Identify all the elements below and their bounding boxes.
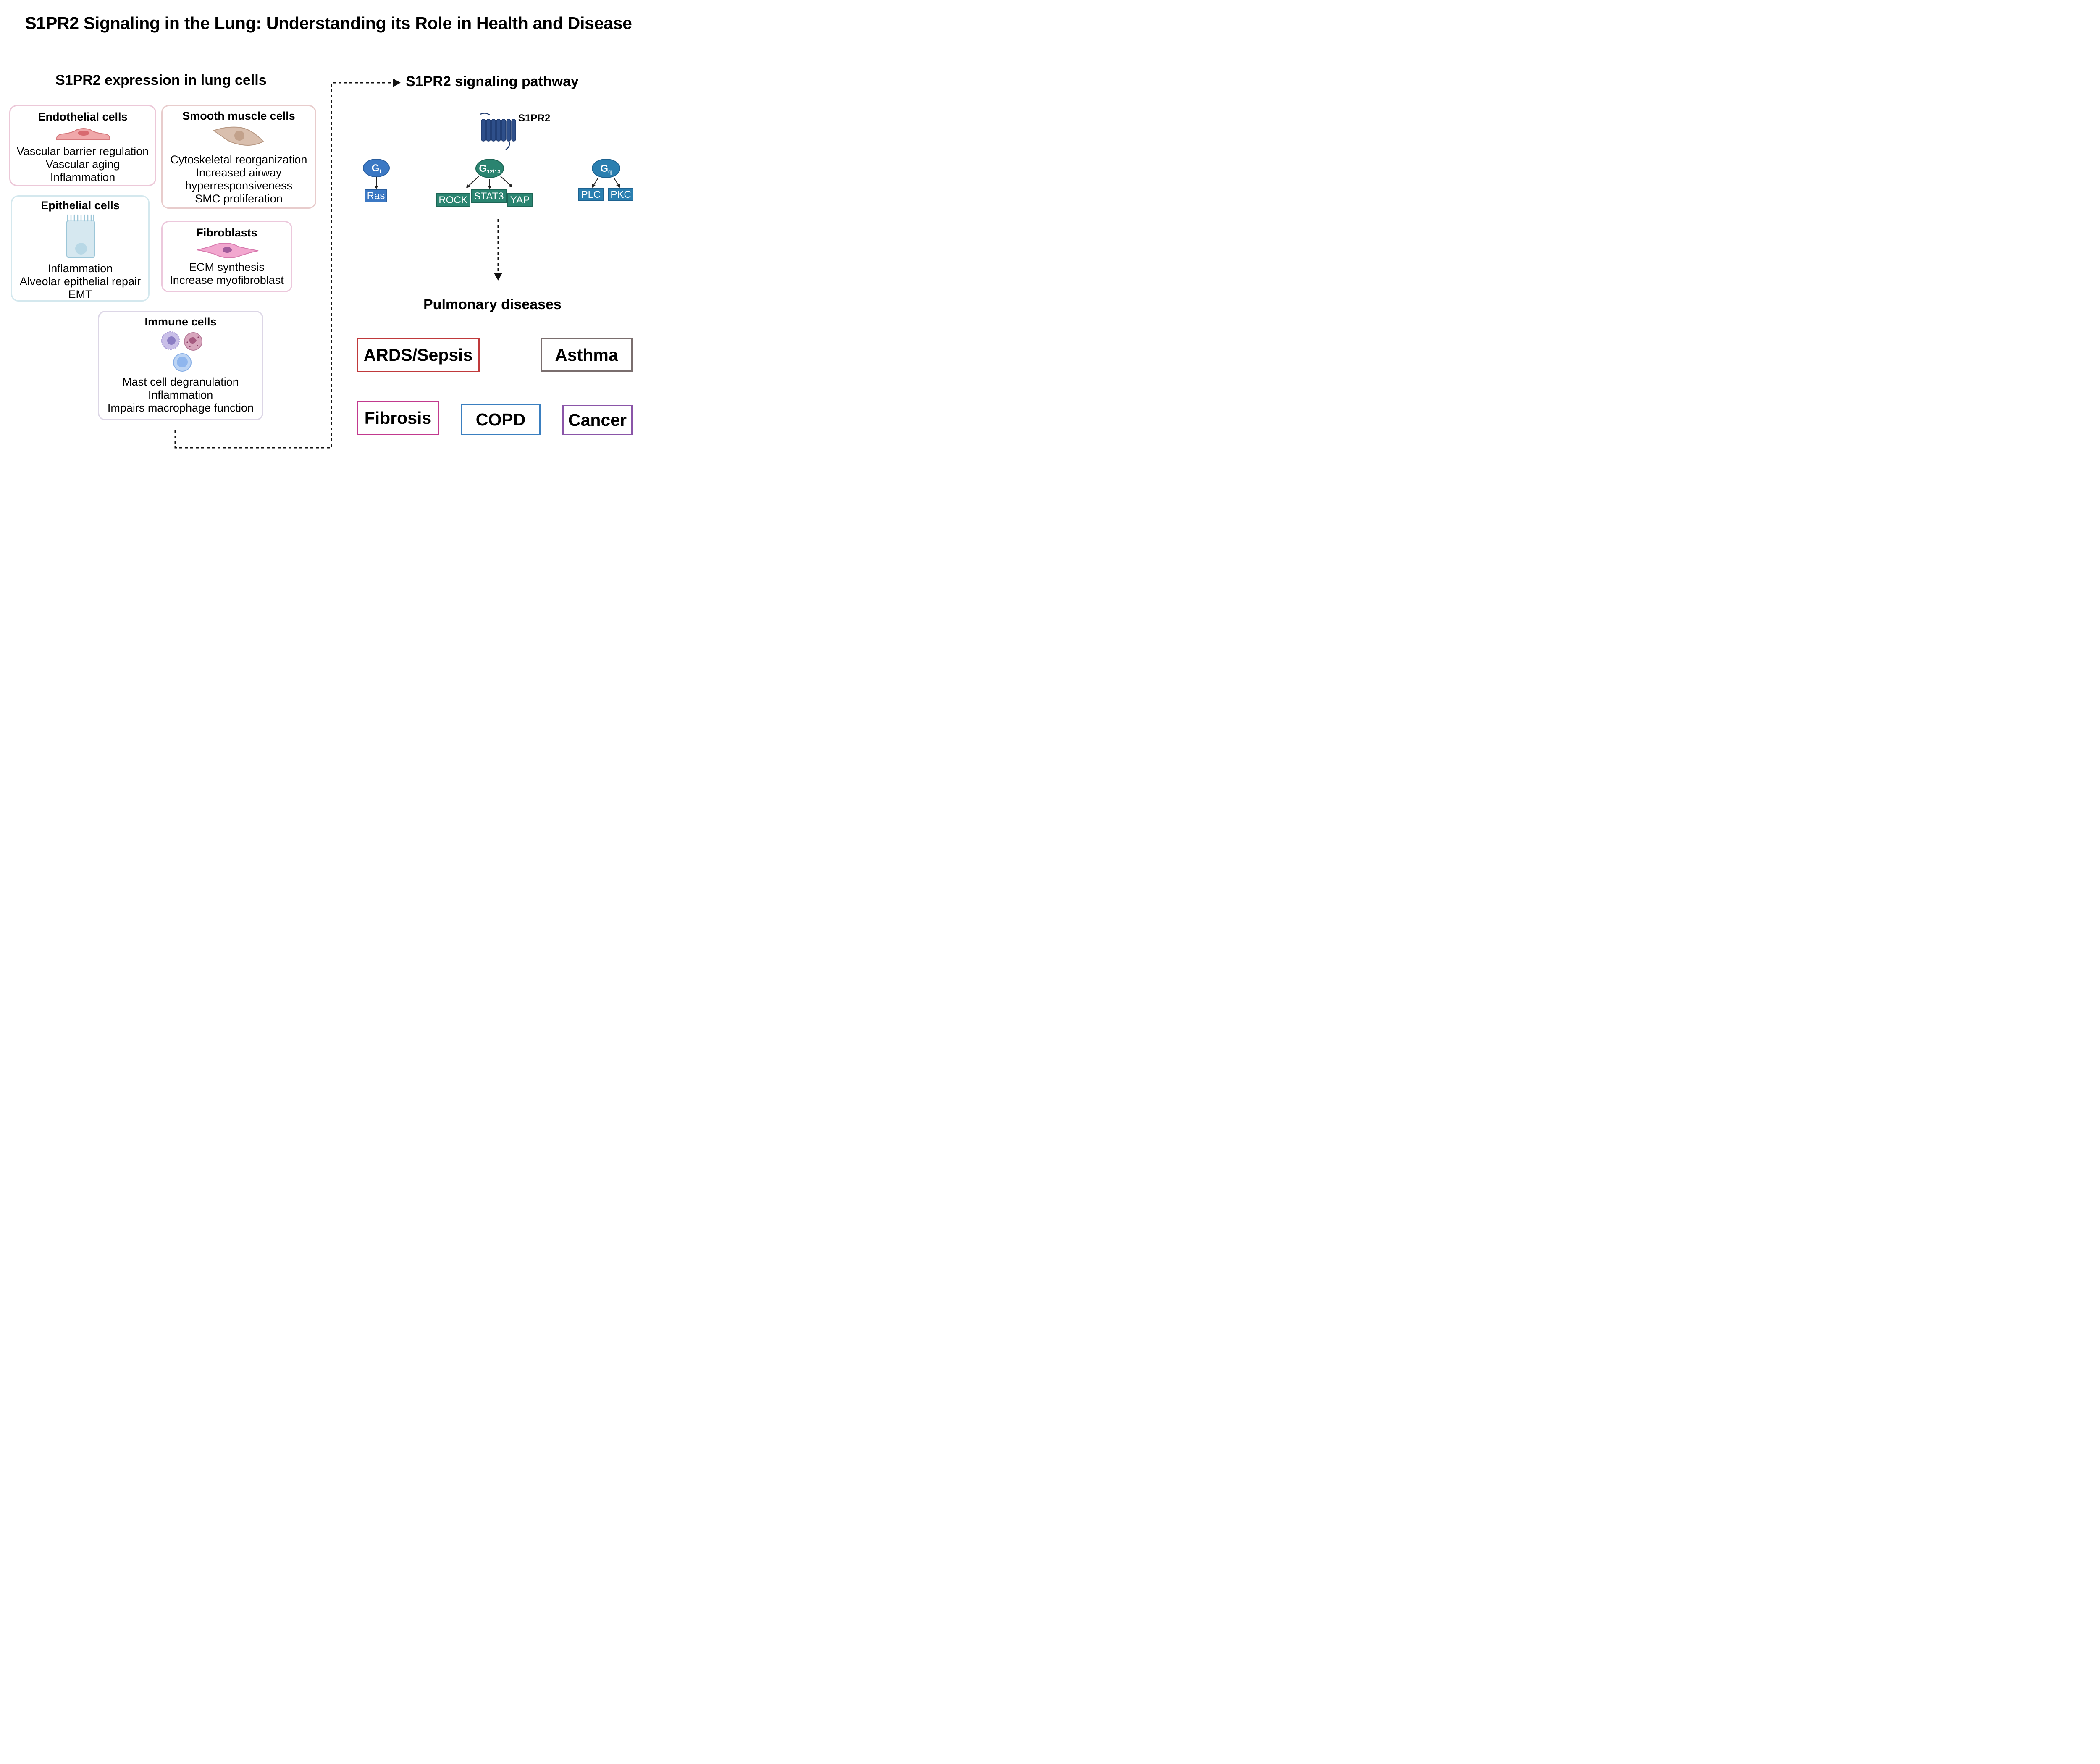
endothelial-card: Endothelial cells Vascular barrier regul…: [9, 105, 156, 186]
pkc-node: PKC: [608, 188, 633, 201]
stat3-node: STAT3: [471, 189, 507, 203]
smooth-muscle-function: SMC proliferation: [195, 192, 283, 205]
gq-protein: Gq: [592, 159, 620, 178]
gi-subscript: i: [379, 168, 381, 175]
immune-functions: Mast cell degranulation Inflammation Imp…: [99, 375, 262, 415]
endothelial-functions: Vascular barrier regulation Vascular agi…: [10, 145, 155, 184]
smooth-muscle-card: Smooth muscle cells Cytoskeletal reorgan…: [161, 105, 316, 209]
ras-node: Ras: [365, 189, 387, 202]
smooth-muscle-function: Cytoskeletal reorganization: [170, 153, 307, 166]
yap-node: YAP: [507, 193, 533, 207]
g1213-protein: G12/13: [475, 159, 504, 178]
immune-function: Mast cell degranulation: [122, 375, 239, 388]
disease-fibrosis: Fibrosis: [357, 401, 439, 435]
epithelial-card: Epithelial cells Inflammation Alveolar e…: [11, 195, 150, 302]
disease-ards-sepsis: ARDS/Sepsis: [357, 338, 480, 372]
g1213-arrows: [466, 176, 512, 189]
smooth-muscle-function: Increased airway: [196, 166, 282, 179]
disease-copd: COPD: [461, 404, 541, 435]
rock-node: ROCK: [436, 193, 470, 207]
endothelial-function: Vascular aging: [45, 158, 120, 171]
pathway-to-disease-arrow: [494, 219, 502, 281]
receptor-icon: [480, 113, 516, 150]
diseases-heading: Pulmonary diseases: [423, 297, 562, 312]
endothelial-function: Vascular barrier regulation: [16, 145, 149, 158]
macrophage-icon: [161, 331, 180, 350]
gi-symbol: G: [371, 163, 380, 174]
gi-arrow: [374, 177, 378, 189]
fibroblasts-functions: ECM synthesis Increase myofibroblast: [163, 261, 291, 287]
disease-cancer: Cancer: [562, 405, 633, 435]
mast-cell-icon: [184, 332, 202, 351]
pathway-heading: S1PR2 signaling pathway: [406, 74, 579, 89]
g1213-subscript: 12/13: [487, 168, 501, 175]
gq-subscript: q: [608, 168, 612, 175]
immune-card: Immune cells Mast cell degranulation Inf…: [98, 311, 263, 420]
gq-arrows: [592, 178, 620, 188]
epithelial-cell-icon: [66, 214, 95, 258]
connector-arrow: [174, 79, 401, 449]
epithelial-function: Alveolar epithelial repair: [19, 275, 141, 288]
smooth-muscle-title: Smooth muscle cells: [182, 110, 295, 122]
immune-title: Immune cells: [144, 315, 217, 328]
fibroblasts-function: Increase myofibroblast: [170, 274, 284, 286]
immune-cells-icon: [161, 331, 202, 372]
gi-protein: Gi: [363, 159, 390, 177]
immune-function: Inflammation: [148, 388, 213, 401]
fibroblasts-card: Fibroblasts ECM synthesis Increase myofi…: [161, 221, 292, 292]
epithelial-functions: Inflammation Alveolar epithelial repair …: [12, 262, 148, 301]
plc-node: PLC: [578, 188, 604, 201]
gq-symbol: G: [600, 163, 609, 174]
fibroblast-cell-icon: [197, 243, 259, 258]
lymphocyte-icon: [173, 353, 192, 372]
epithelial-function: EMT: [68, 288, 92, 301]
smooth-muscle-cell-icon: [213, 126, 264, 146]
smooth-muscle-functions: Cytoskeletal reorganization Increased ai…: [163, 153, 315, 205]
epithelial-function: Inflammation: [47, 262, 113, 275]
smooth-muscle-function: hyperresponsiveness: [185, 179, 293, 192]
disease-asthma: Asthma: [541, 338, 633, 372]
fibroblasts-function: ECM synthesis: [189, 261, 265, 273]
page-title: S1PR2 Signaling in the Lung: Understandi…: [25, 13, 632, 33]
expression-heading: S1PR2 expression in lung cells: [55, 72, 267, 88]
epithelial-title: Epithelial cells: [41, 199, 120, 212]
g1213-symbol: G: [479, 163, 487, 174]
receptor-label: S1PR2: [518, 113, 551, 124]
endothelial-function: Inflammation: [50, 171, 116, 184]
endothelial-cell-icon: [56, 128, 110, 140]
fibroblasts-title: Fibroblasts: [196, 226, 257, 239]
immune-function: Impairs macrophage function: [107, 402, 254, 414]
endothelial-title: Endothelial cells: [38, 110, 128, 123]
